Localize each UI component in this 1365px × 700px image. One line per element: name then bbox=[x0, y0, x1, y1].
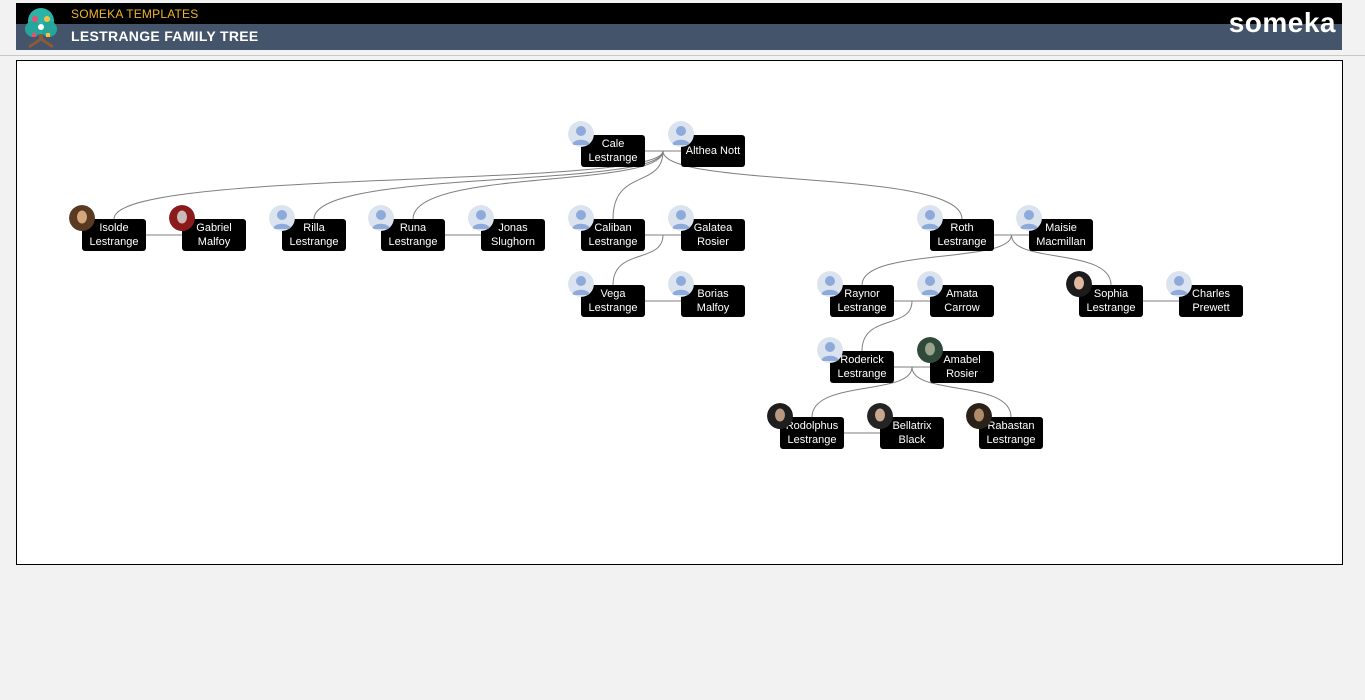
header-title-bar bbox=[16, 24, 1342, 50]
person-name: Cale Lestrange bbox=[588, 138, 638, 164]
photo-portrait-icon bbox=[767, 403, 793, 429]
photo-portrait-icon bbox=[917, 337, 943, 363]
child-connector bbox=[1011, 234, 1112, 286]
person-name: Rilla Lestrange bbox=[289, 222, 339, 248]
person-name: Roderick Lestrange bbox=[837, 354, 887, 380]
default-user-icon bbox=[668, 271, 694, 297]
default-user-icon bbox=[568, 205, 594, 231]
photo-portrait-icon bbox=[966, 403, 992, 429]
person-card-runa[interactable]: Runa Lestrange bbox=[381, 219, 445, 251]
person-name: Maisie Macmillan bbox=[1036, 222, 1086, 248]
person-card-amabel[interactable]: Amabel Rosier bbox=[930, 351, 994, 383]
child-connector bbox=[612, 150, 664, 220]
default-user-icon bbox=[1016, 205, 1042, 231]
default-user-icon bbox=[1166, 271, 1192, 297]
child-connector bbox=[861, 234, 1012, 286]
person-name: Runa Lestrange bbox=[388, 222, 438, 248]
child-connector bbox=[911, 366, 1012, 418]
app-header: SOMEKA TEMPLATES LESTRANGE FAMILY TREE s… bbox=[16, 3, 1342, 50]
person-name: Bellatrix Black bbox=[892, 420, 932, 446]
person-name: Borias Malfoy bbox=[696, 288, 730, 314]
default-user-icon bbox=[668, 205, 694, 231]
photo-portrait-icon bbox=[867, 403, 893, 429]
child-connector bbox=[811, 366, 913, 418]
default-user-icon bbox=[668, 121, 694, 147]
child-connector bbox=[412, 150, 664, 220]
default-user-icon bbox=[917, 205, 943, 231]
person-name: Rodolphus Lestrange bbox=[785, 420, 839, 446]
brand-label: SOMEKA TEMPLATES bbox=[71, 7, 199, 21]
header-top-bar bbox=[16, 3, 1342, 24]
connector-lines bbox=[113, 150, 1179, 434]
family-tree-icon bbox=[22, 7, 60, 49]
default-user-icon bbox=[568, 271, 594, 297]
default-user-icon bbox=[568, 121, 594, 147]
photo-portrait-icon bbox=[69, 205, 95, 231]
child-connector bbox=[313, 150, 664, 220]
page-title: LESTRANGE FAMILY TREE bbox=[71, 28, 259, 44]
default-user-icon bbox=[269, 205, 295, 231]
person-card-caliban[interactable]: Caliban Lestrange bbox=[581, 219, 645, 251]
default-user-icon bbox=[817, 337, 843, 363]
default-user-icon bbox=[817, 271, 843, 297]
child-connector bbox=[612, 234, 664, 286]
default-user-icon bbox=[468, 205, 494, 231]
person-name: Charles Prewett bbox=[1192, 288, 1230, 314]
someka-logo[interactable]: someka bbox=[1228, 7, 1336, 38]
photo-portrait-icon bbox=[169, 205, 195, 231]
person-name: Galatea Rosier bbox=[693, 222, 733, 248]
person-name: Sophia Lestrange bbox=[1086, 288, 1136, 314]
person-name: Roth Lestrange bbox=[937, 222, 987, 248]
person-name: Amabel Rosier bbox=[943, 354, 981, 380]
header-divider bbox=[0, 55, 1365, 56]
person-name: Althea Nott bbox=[685, 145, 741, 157]
person-name: Gabriel Malfoy bbox=[196, 222, 232, 248]
child-connector bbox=[662, 150, 963, 220]
default-user-icon bbox=[917, 271, 943, 297]
person-name: Amata Carrow bbox=[944, 288, 980, 314]
person-name: Caliban Lestrange bbox=[588, 222, 638, 248]
person-name: Vega Lestrange bbox=[588, 288, 638, 314]
person-name: Isolde Lestrange bbox=[89, 222, 139, 248]
person-name: Rabastan Lestrange bbox=[986, 420, 1036, 446]
person-name: Raynor Lestrange bbox=[837, 288, 887, 314]
default-user-icon bbox=[368, 205, 394, 231]
person-name: Jonas Slughorn bbox=[490, 222, 536, 248]
photo-portrait-icon bbox=[1066, 271, 1092, 297]
family-tree-canvas: Cale Lestrange Althea Nott Isolde Lestra… bbox=[16, 60, 1343, 565]
child-connector bbox=[861, 300, 913, 352]
person-card-sophia[interactable]: Sophia Lestrange bbox=[1079, 285, 1143, 317]
